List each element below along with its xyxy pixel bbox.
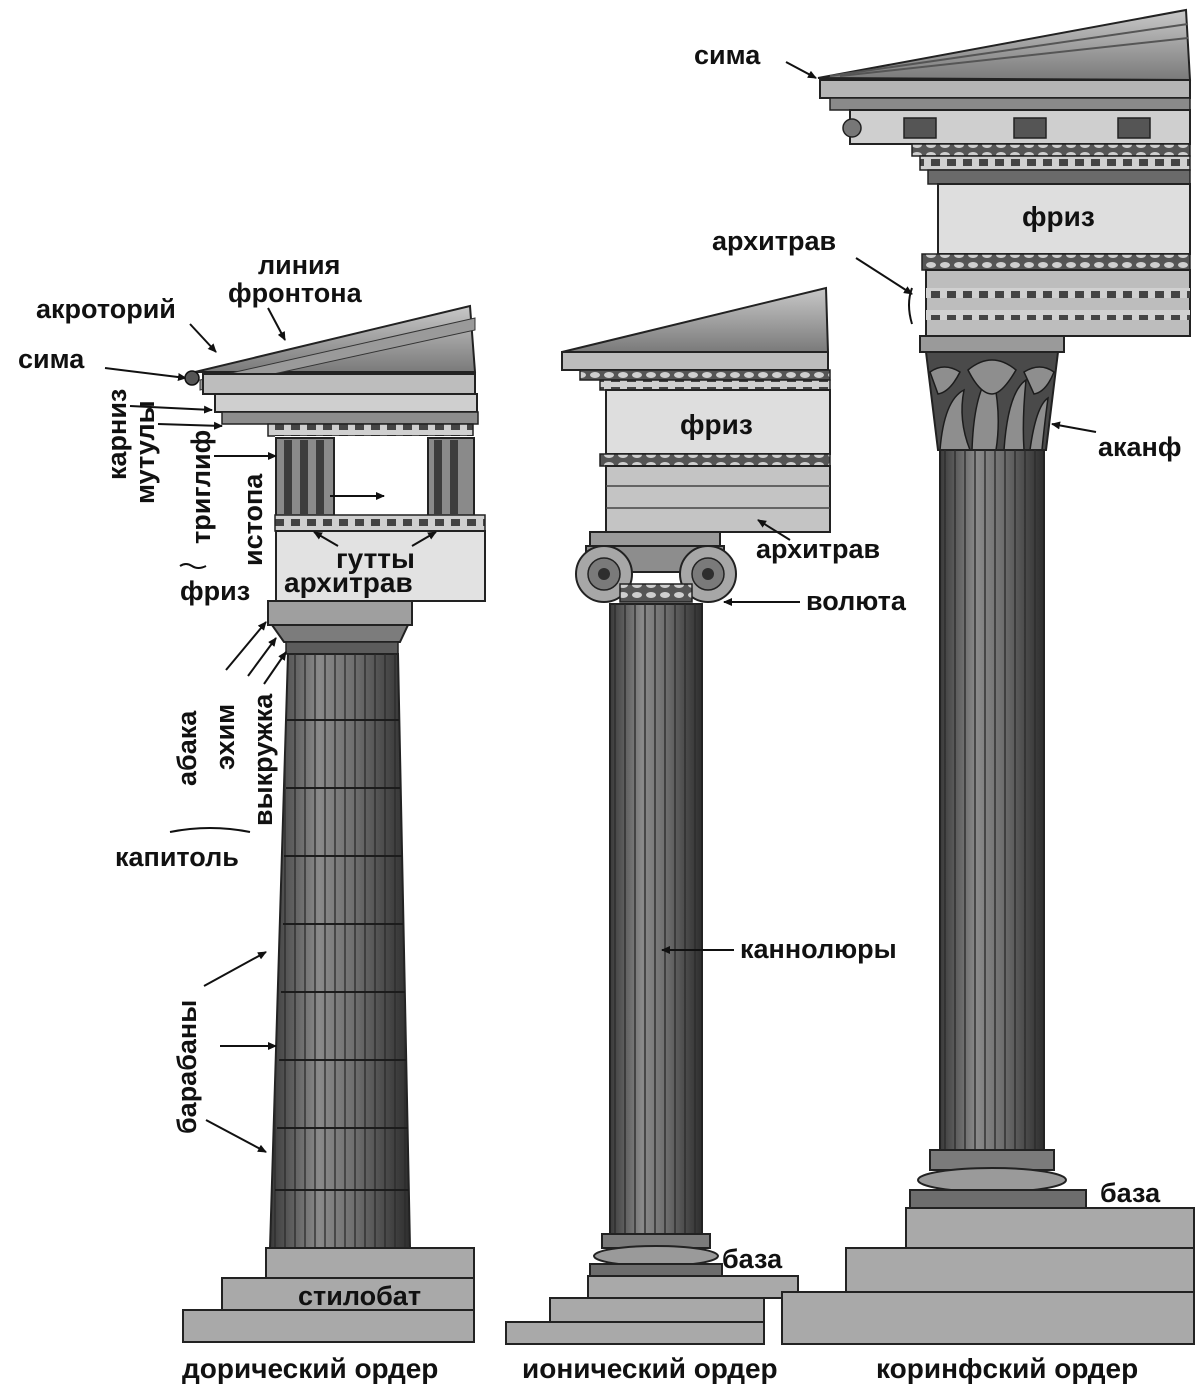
ionic-step-1 bbox=[588, 1276, 798, 1298]
label-doric-frieze: фриз bbox=[180, 576, 250, 606]
doric-order: линия фронтона акроторий сима карниз мут… bbox=[18, 250, 485, 1384]
label-corinthian-sima: сима bbox=[694, 40, 761, 70]
label-ionic-architrave: архитрав bbox=[756, 534, 880, 564]
corinthian-step-3 bbox=[782, 1292, 1194, 1344]
label-corinthian-base: база bbox=[1100, 1178, 1161, 1208]
ionic-step-2 bbox=[550, 1298, 764, 1322]
label-flutes: каннолюры bbox=[740, 934, 897, 964]
doric-stylobate-step-3 bbox=[183, 1310, 474, 1342]
label-capital: капитоль bbox=[115, 842, 239, 872]
label-stylobate: стилобат bbox=[298, 1281, 421, 1311]
label-pediment-line-2: фронтона bbox=[228, 278, 363, 308]
ionic-order: фриз архитрав волюта каннолюры bbox=[506, 288, 907, 1384]
label-abacus: абака bbox=[172, 710, 202, 786]
triglyph-right bbox=[428, 438, 474, 516]
label-triglyph: триглиф bbox=[186, 430, 216, 544]
label-mutules: мутулы bbox=[130, 400, 160, 504]
label-hypotrachelion: выкружка bbox=[248, 693, 278, 826]
label-acanthus: аканф bbox=[1098, 432, 1181, 462]
triglyph-left bbox=[276, 438, 334, 516]
doric-abacus bbox=[268, 601, 412, 625]
label-volute: волюта bbox=[806, 586, 907, 616]
label-ionic-base: база bbox=[722, 1244, 783, 1274]
doric-echinus bbox=[272, 625, 408, 642]
label-corinthian-frieze: фриз bbox=[1022, 201, 1095, 232]
caption-corinthian: коринфский ордер bbox=[876, 1353, 1138, 1384]
label-corinthian-architrave: архитрав bbox=[712, 226, 836, 256]
acanthus-capital bbox=[926, 352, 1058, 450]
label-akroterion: акроторий bbox=[36, 294, 176, 324]
ionic-step-3 bbox=[506, 1322, 764, 1344]
label-pediment-line-1: линия bbox=[258, 250, 340, 280]
label-ionic-frieze: фриз bbox=[680, 409, 753, 440]
caption-doric: дорический ордер bbox=[182, 1353, 438, 1384]
label-drums: барабаны bbox=[172, 1000, 202, 1134]
doric-stylobate-step-1 bbox=[266, 1248, 474, 1278]
label-doric-architrave: архитрав bbox=[284, 567, 413, 598]
corinthian-architrave bbox=[926, 270, 1190, 336]
label-metope: истопа bbox=[238, 473, 268, 566]
ionic-pediment bbox=[562, 288, 828, 352]
corinthian-step-2 bbox=[846, 1248, 1194, 1292]
doric-cornice bbox=[203, 374, 475, 394]
label-doric-sima: сима bbox=[18, 344, 85, 374]
corinthian-order: фриз сима архитрав аканф bbox=[694, 10, 1194, 1384]
ionic-architrave bbox=[606, 466, 830, 532]
label-cornice: карниз bbox=[102, 389, 132, 480]
caption-ionic: ионический ордер bbox=[522, 1353, 778, 1384]
label-echinus: эхим bbox=[210, 704, 240, 770]
corinthian-step-1 bbox=[906, 1208, 1194, 1248]
